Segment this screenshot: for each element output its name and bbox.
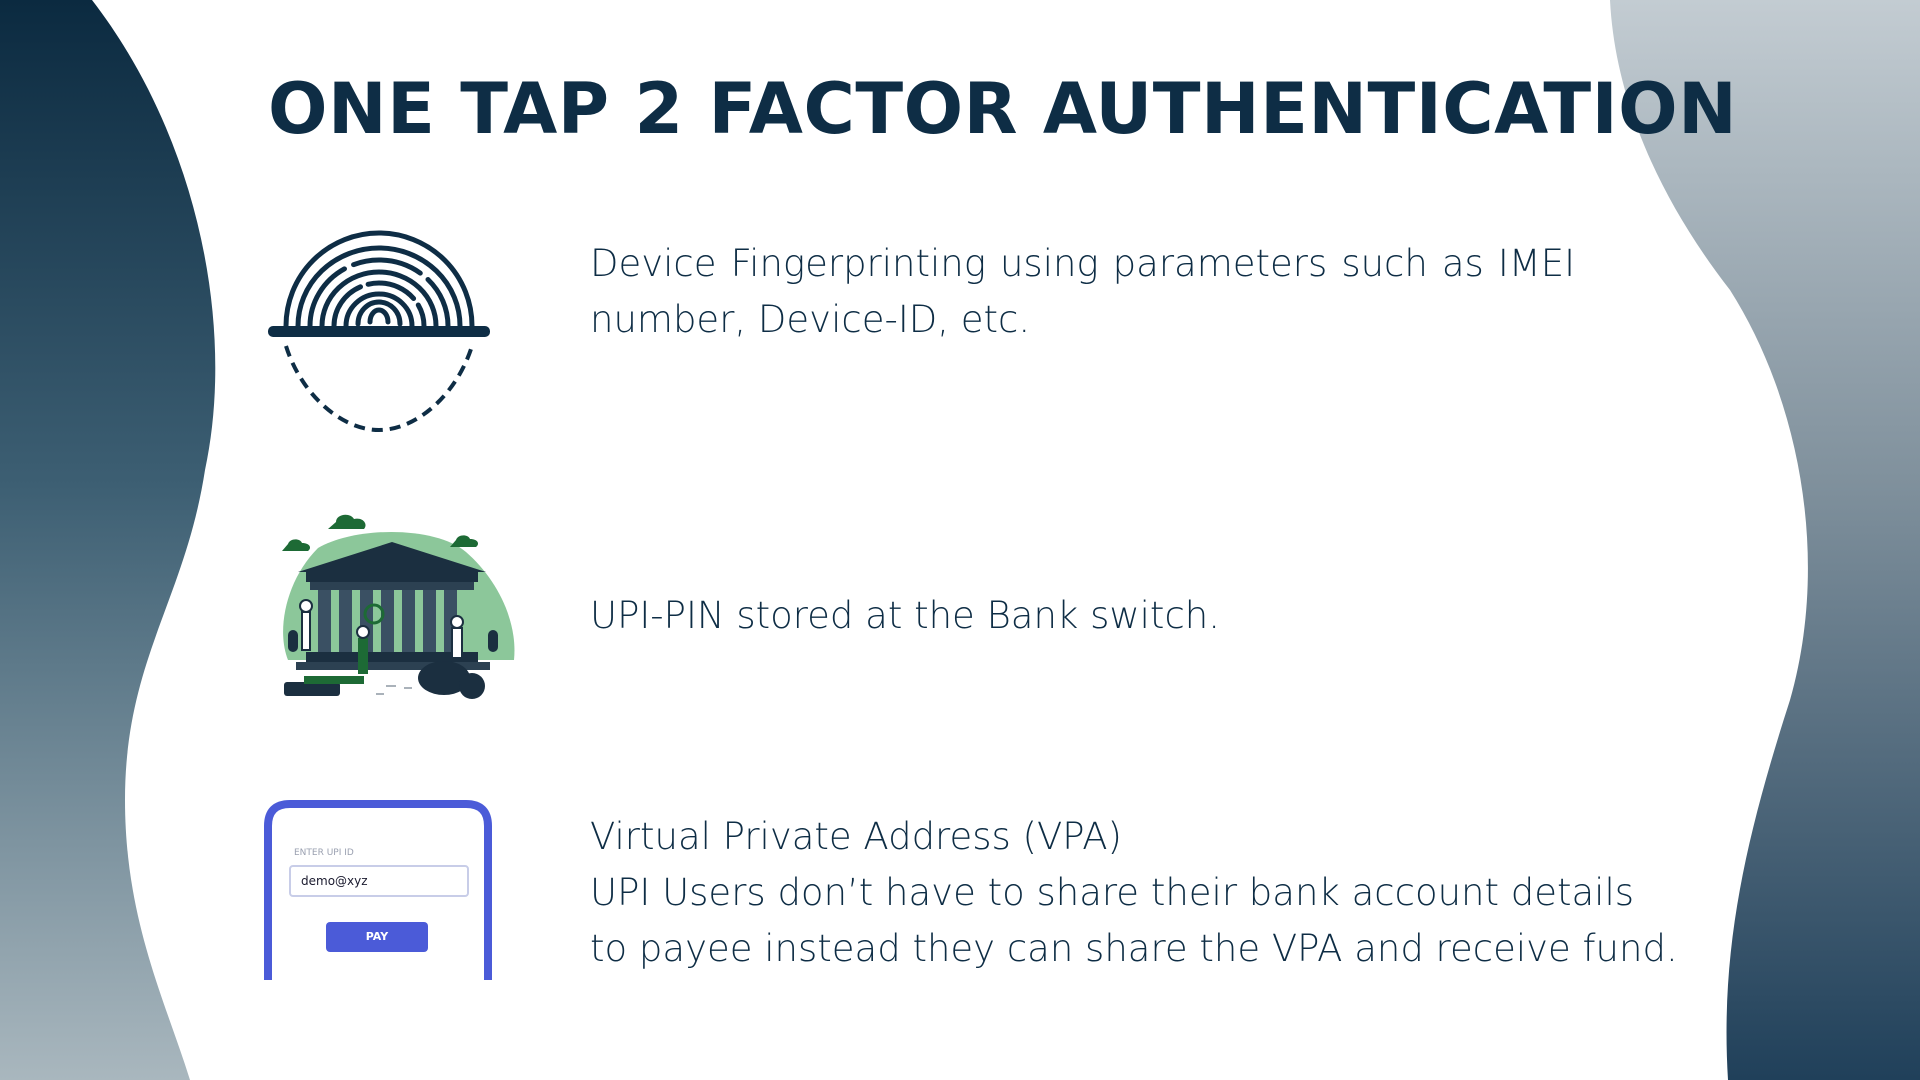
- item-device-fingerprint-text: Device Fingerprinting using parameters s…: [590, 242, 1575, 341]
- upi-id-input[interactable]: demo@xyz: [289, 865, 469, 897]
- pay-button[interactable]: PAY: [326, 922, 428, 952]
- phone-upi-illustration: ENTER UPI ID demo@xyz PAY: [264, 800, 492, 984]
- page-title: ONE TAP 2 FACTOR AUTHENTICATION: [268, 68, 1738, 150]
- fingerprint-icon: [268, 230, 490, 433]
- upi-field-label: ENTER UPI ID: [294, 848, 354, 858]
- vpa-line-1: UPI Users don’t have to share their bank…: [590, 871, 1635, 914]
- right-wave: [1610, 0, 1920, 1080]
- item-vpa-text: Virtual Private Address (VPA) UPI Users …: [590, 809, 1690, 977]
- vpa-heading: Virtual Private Address (VPA): [590, 815, 1122, 858]
- vpa-line-2: to payee instead they can share the VPA …: [590, 927, 1678, 970]
- left-wave: [0, 0, 216, 1080]
- bank-illustration: [282, 514, 515, 699]
- item-upi-pin-text: UPI-PIN stored at the Bank switch.: [590, 594, 1220, 637]
